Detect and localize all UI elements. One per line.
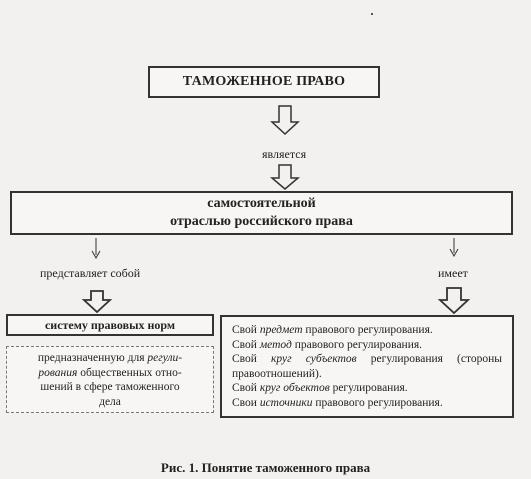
feature-item: Свой предмет правового регулирования. — [232, 324, 433, 336]
hollow-arrow-top — [270, 105, 300, 136]
hollow-arrow-left — [81, 290, 113, 314]
feature-item: Свои источники правового регулирования. — [232, 396, 443, 409]
feature-item: Свой круг объектов регулирования. — [232, 382, 408, 394]
desc-line-4: дела — [99, 395, 121, 408]
feature-item: Свой метод правового регулирования. — [232, 338, 423, 351]
link-is-label: является — [262, 147, 307, 161]
desc-line-1: предназначенную для регули- — [37, 352, 183, 364]
main-line-1: самостоятельной — [207, 196, 316, 211]
thin-arrow-left-head — [91, 250, 101, 260]
description-box: предназначенную для регули- рования обще… — [6, 346, 214, 413]
norm-system-text: системy правовых норм — [44, 317, 176, 332]
feature-item: Свой круг субъектов регулирования (сторо… — [232, 353, 502, 380]
figure-caption: Рис. 1. Понятие таможенного права — [160, 460, 371, 475]
thin-arrow-right-head — [449, 248, 459, 258]
norm-system-box: системy правовых норм — [6, 314, 214, 336]
main-line-2: отраслью российского права — [170, 214, 353, 229]
right-label: имеет — [438, 266, 468, 280]
main-box: самостоятельной отраслью российского пра… — [10, 191, 513, 235]
left-label: представляет собой — [40, 266, 141, 280]
hollow-arrow-middle — [269, 164, 301, 190]
title-text: ТАМОЖЕННОЕ ПРАВО — [182, 74, 346, 89]
hollow-arrow-right — [437, 287, 471, 315]
title-box: ТАМОЖЕННОЕ ПРАВО — [148, 66, 380, 98]
speck — [371, 13, 373, 15]
desc-line-2: рования общественных отно- — [38, 366, 182, 379]
features-box: Свой предмет правового регулирования. Св… — [220, 315, 514, 418]
desc-line-3: шений в сфере таможенного — [40, 381, 180, 393]
